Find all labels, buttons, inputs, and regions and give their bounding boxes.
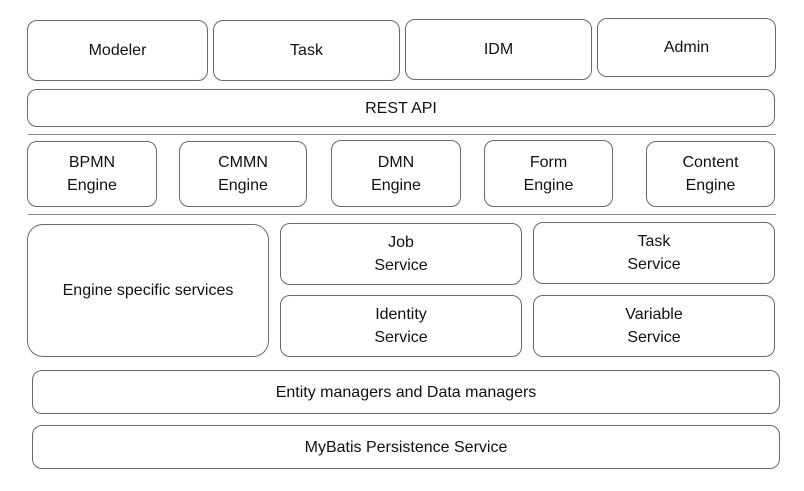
idm-box: IDM	[405, 19, 592, 80]
mybatis-persistence-box: MyBatis Persistence Service	[32, 425, 780, 469]
rest-api-label: REST API	[365, 99, 437, 117]
divider-bottom	[28, 214, 776, 215]
mybatis-persistence-label: MyBatis Persistence Service	[304, 438, 508, 456]
engine-specific-services-label: Engine specific services	[62, 282, 234, 299]
rest-api-box: REST API	[27, 89, 775, 127]
job-service-box: Job Service	[280, 223, 522, 285]
cmmn-engine-label: CMMN Engine	[218, 154, 268, 194]
task-app-label: Task	[290, 42, 323, 59]
form-engine-label: Form Engine	[523, 153, 574, 194]
variable-service-box: Variable Service	[533, 295, 775, 357]
divider-top	[28, 134, 776, 135]
task-app-box: Task	[213, 20, 400, 81]
content-engine-label: Content Engine	[682, 154, 739, 194]
task-service-label: Task Service	[627, 233, 681, 273]
entity-managers-box: Entity managers and Data managers	[32, 370, 780, 414]
identity-service-label: Identity Service	[374, 306, 428, 346]
bpmn-engine-box: BPMN Engine	[27, 141, 157, 207]
bpmn-engine-label: BPMN Engine	[67, 154, 117, 194]
dmn-engine-label: DMN Engine	[371, 153, 421, 194]
modeler-label: Modeler	[88, 42, 147, 59]
job-service-label: Job Service	[374, 234, 428, 274]
task-service-box: Task Service	[533, 222, 775, 284]
admin-label: Admin	[663, 39, 710, 56]
entity-managers-label: Entity managers and Data managers	[275, 383, 537, 401]
admin-box: Admin	[597, 18, 776, 77]
identity-service-box: Identity Service	[280, 295, 522, 357]
modeler-box: Modeler	[27, 20, 208, 81]
engine-specific-services-box: Engine specific services	[27, 224, 269, 357]
idm-label: IDM	[483, 41, 514, 58]
variable-service-label: Variable Service	[625, 306, 683, 346]
cmmn-engine-box: CMMN Engine	[179, 141, 307, 207]
dmn-engine-box: DMN Engine	[331, 140, 461, 207]
content-engine-box: Content Engine	[646, 141, 775, 207]
form-engine-box: Form Engine	[484, 140, 613, 207]
